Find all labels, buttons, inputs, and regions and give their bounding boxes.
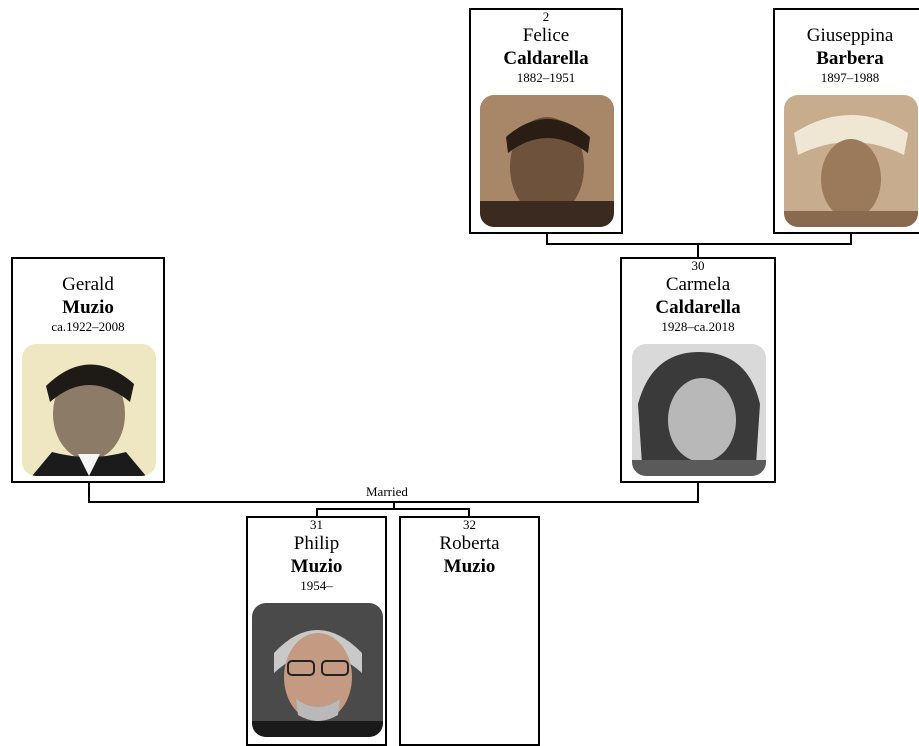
- connector-felice-down: [546, 233, 548, 244]
- person-number: 30: [691, 258, 705, 273]
- person-last-name: Caldarella: [655, 297, 741, 318]
- person-first-name: Philip: [293, 533, 340, 554]
- person-dates: 1897–1988: [820, 70, 880, 85]
- person-last-name: Caldarella: [503, 48, 589, 69]
- portrait-photo: [632, 344, 766, 476]
- portrait-photo: [22, 344, 156, 476]
- person-card-giuseppina[interactable]: Giuseppina Barbera 1897–1988: [773, 8, 919, 234]
- person-number: 31: [310, 517, 323, 532]
- person-first-name: Felice: [522, 25, 570, 46]
- connector-gerald-down: [88, 482, 90, 502]
- person-card-felice[interactable]: 2 Felice Caldarella 1882–1951: [469, 8, 623, 234]
- connector-to-children: [393, 501, 395, 509]
- person-number: 32: [463, 517, 476, 532]
- portrait-photo: [480, 95, 614, 227]
- person-first-name: Giuseppina: [806, 25, 894, 46]
- portrait-photo: [252, 603, 383, 737]
- connector-giuseppina-down: [850, 233, 852, 244]
- portrait-photo: [784, 95, 918, 227]
- person-dates: 1954–: [300, 578, 333, 593]
- person-dates: 1928–ca.2018: [661, 319, 735, 334]
- person-last-name: Muzio: [62, 297, 114, 318]
- connector-to-roberta: [468, 508, 470, 517]
- connector-grandparents-horizontal: [546, 243, 852, 245]
- relationship-label: Married: [364, 484, 410, 499]
- person-card-carmela[interactable]: 30 Carmela Caldarella 1928–ca.2018: [620, 257, 776, 483]
- person-dates: 1882–1951: [516, 70, 576, 85]
- person-card-gerald[interactable]: Gerald Muzio ca.1922–2008: [11, 257, 165, 483]
- connector-children-horizontal: [316, 508, 470, 510]
- person-last-name: Barbera: [816, 48, 884, 69]
- person-number: [13, 259, 163, 273]
- person-card-roberta[interactable]: 32 Roberta Muzio: [399, 516, 540, 746]
- person-last-name: Muzio: [443, 556, 496, 577]
- person-card-philip[interactable]: 31 Philip Muzio 1954–: [246, 516, 387, 746]
- person-first-name: Gerald: [62, 274, 114, 295]
- person-dates: ca.1922–2008: [51, 319, 125, 334]
- connector-to-philip: [316, 508, 318, 517]
- person-number: 2: [542, 9, 550, 24]
- person-last-name: Muzio: [290, 556, 343, 577]
- person-first-name: Roberta: [439, 533, 500, 554]
- connector-carmela-down: [697, 482, 699, 502]
- person-first-name: Carmela: [665, 274, 731, 295]
- person-number: [775, 10, 919, 24]
- connector-to-carmela: [697, 243, 699, 259]
